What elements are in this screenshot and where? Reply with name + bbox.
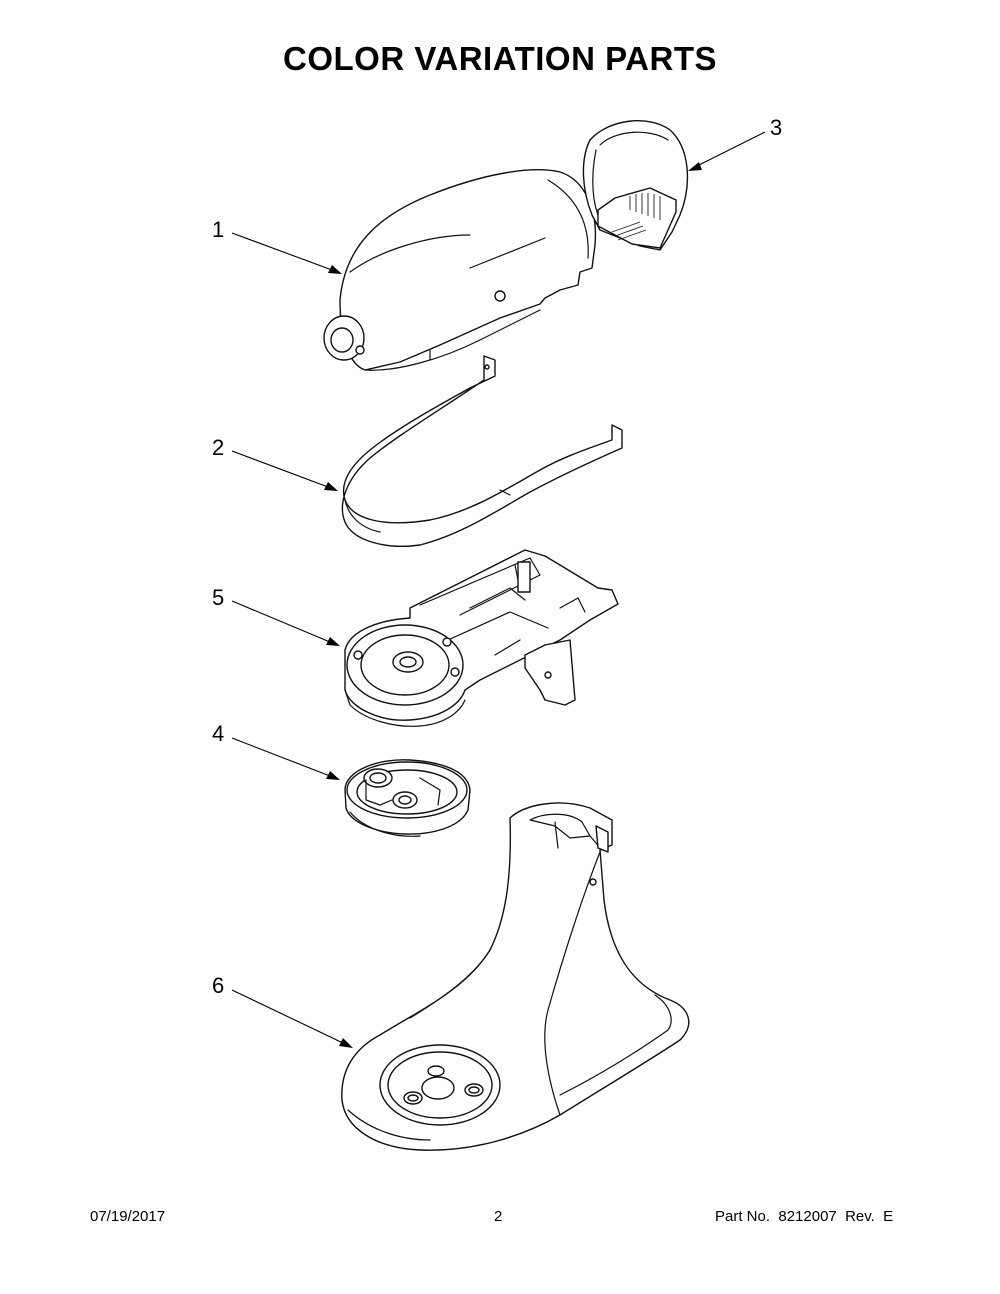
- footer-part-number: Part No. 8212007 Rev. E: [715, 1208, 894, 1225]
- callout-leader-3: [688, 131, 766, 171]
- part-3-trim-cover[interactable]: [582, 120, 689, 251]
- part-5-base-plate[interactable]: [344, 549, 619, 727]
- callout-leader-2: [231, 450, 338, 491]
- footer-date: 07/19/2017: [90, 1208, 166, 1225]
- part-6-pedestal[interactable]: [341, 802, 690, 1151]
- callout-label-5: 5: [212, 585, 225, 610]
- callout-label-6: 6: [212, 973, 225, 998]
- callout-leader-6: [231, 989, 353, 1048]
- footer-page-number: 2: [494, 1208, 503, 1225]
- callout-label-2: 2: [212, 435, 225, 460]
- page-title: COLOR VARIATION PARTS: [283, 40, 717, 77]
- callout-leader-1: [231, 232, 342, 274]
- part-1-motor-housing[interactable]: [323, 169, 597, 371]
- part-4-clamping-plate[interactable]: [344, 759, 471, 837]
- callout-leader-5: [231, 600, 340, 646]
- callout-label-4: 4: [212, 721, 225, 746]
- callout-label-1: 1: [212, 217, 225, 242]
- callout-leader-4: [231, 737, 340, 780]
- callout-label-3: 3: [770, 115, 783, 140]
- part-2-trim-band[interactable]: [341, 355, 623, 547]
